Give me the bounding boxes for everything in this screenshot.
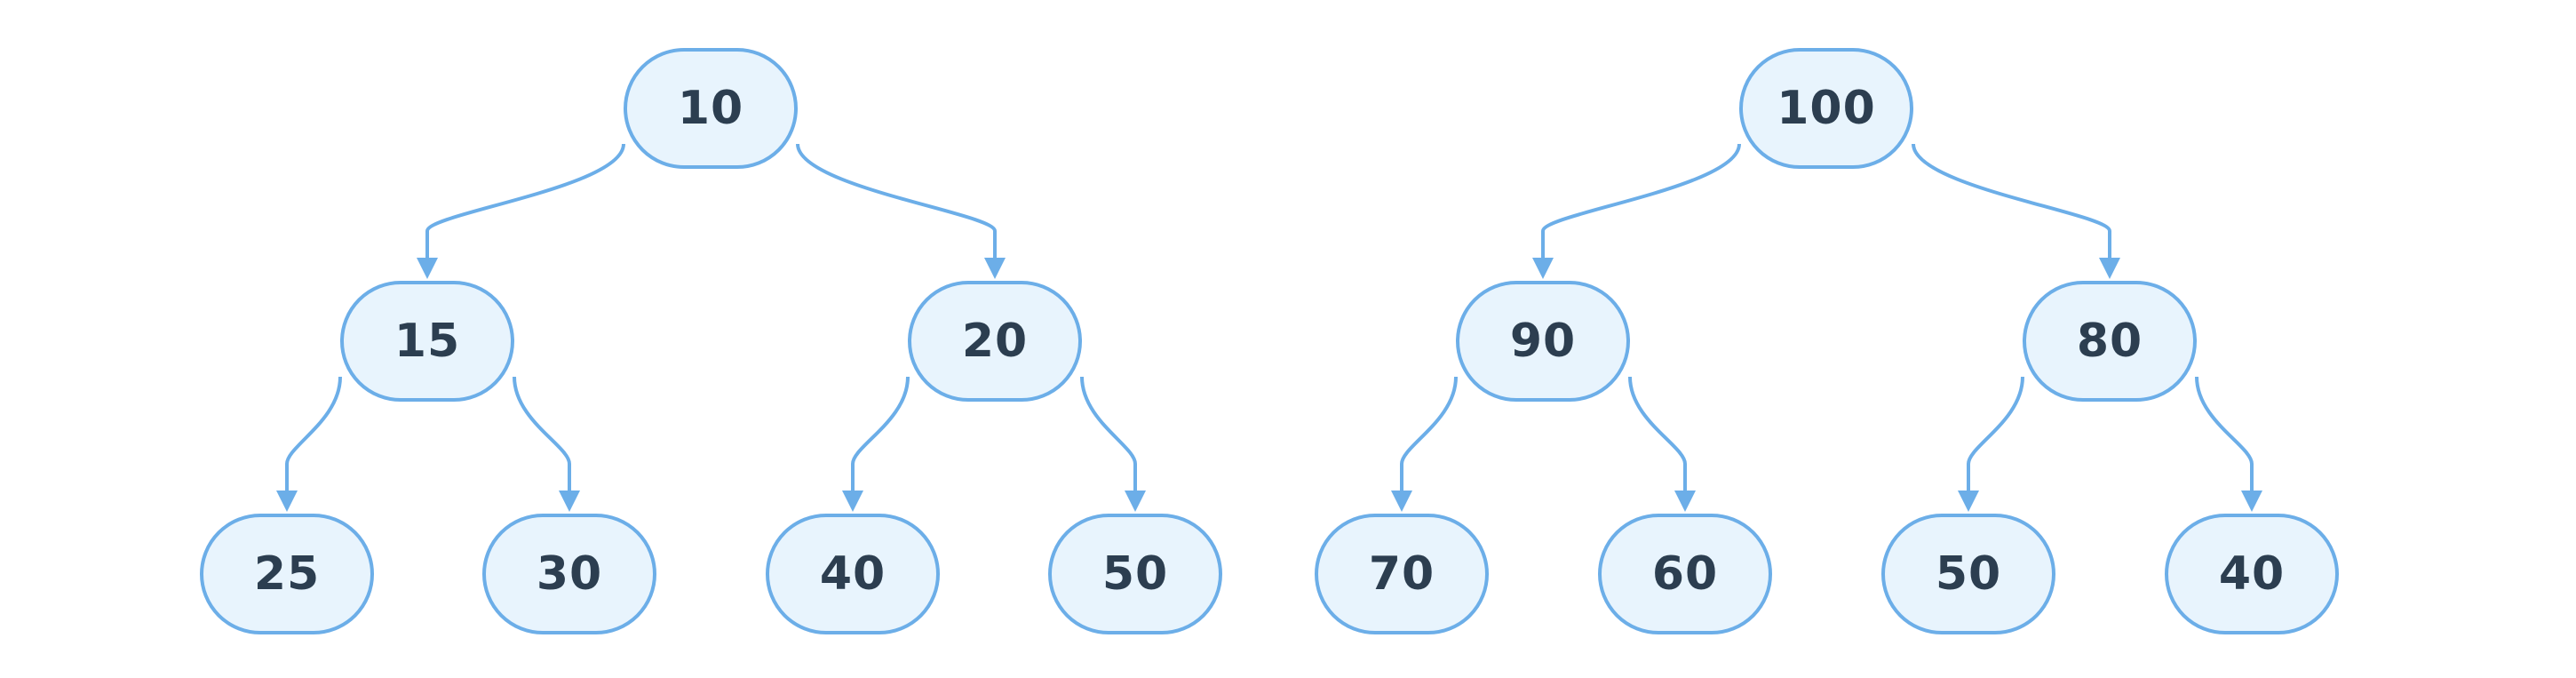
node-a2: 20 xyxy=(908,281,1082,402)
edge-a0-a1 xyxy=(425,143,625,258)
edge-a0-a2 xyxy=(796,143,997,258)
edge-b2-b6 xyxy=(2195,376,2254,491)
node-a5: 40 xyxy=(766,514,940,634)
node-b3: 70 xyxy=(1315,514,1489,634)
edge-b1-b4 xyxy=(1628,376,1687,491)
arrowhead-a1-a3 xyxy=(276,491,298,512)
node-b4: 60 xyxy=(1598,514,1772,634)
arrowhead-a2-a5 xyxy=(842,491,863,512)
arrowhead-b0-b2 xyxy=(2099,258,2120,279)
edge-a1-a3 xyxy=(285,376,342,491)
node-a6: 50 xyxy=(1048,514,1222,634)
node-a3: 25 xyxy=(200,514,374,634)
edge-a1-a4 xyxy=(513,376,571,491)
arrowhead-b1-b4 xyxy=(1674,491,1696,512)
arrowhead-a0-a2 xyxy=(984,258,1006,279)
node-b0: 100 xyxy=(1739,48,1913,169)
edge-a2-a5 xyxy=(851,376,910,491)
arrowhead-b2-b5 xyxy=(1958,491,1979,512)
arrowhead-a1-a4 xyxy=(559,491,580,512)
arrowhead-a0-a1 xyxy=(417,258,438,279)
node-a1: 15 xyxy=(340,281,514,402)
node-b6: 40 xyxy=(2165,514,2339,634)
node-a4: 30 xyxy=(482,514,656,634)
arrowhead-b0-b1 xyxy=(1532,258,1554,279)
node-b5: 50 xyxy=(1881,514,2055,634)
edge-a2-a6 xyxy=(1080,376,1137,491)
edge-b2-b5 xyxy=(1967,376,2024,491)
node-b1: 90 xyxy=(1456,281,1630,402)
arrowhead-b2-b6 xyxy=(2241,491,2262,512)
edge-b0-b1 xyxy=(1541,143,1741,258)
arrowhead-b1-b3 xyxy=(1391,491,1412,512)
node-a0: 10 xyxy=(624,48,798,169)
edge-b0-b2 xyxy=(1912,143,2111,258)
edge-b1-b3 xyxy=(1400,376,1458,491)
arrowhead-a2-a6 xyxy=(1125,491,1146,512)
node-b2: 80 xyxy=(2023,281,2197,402)
